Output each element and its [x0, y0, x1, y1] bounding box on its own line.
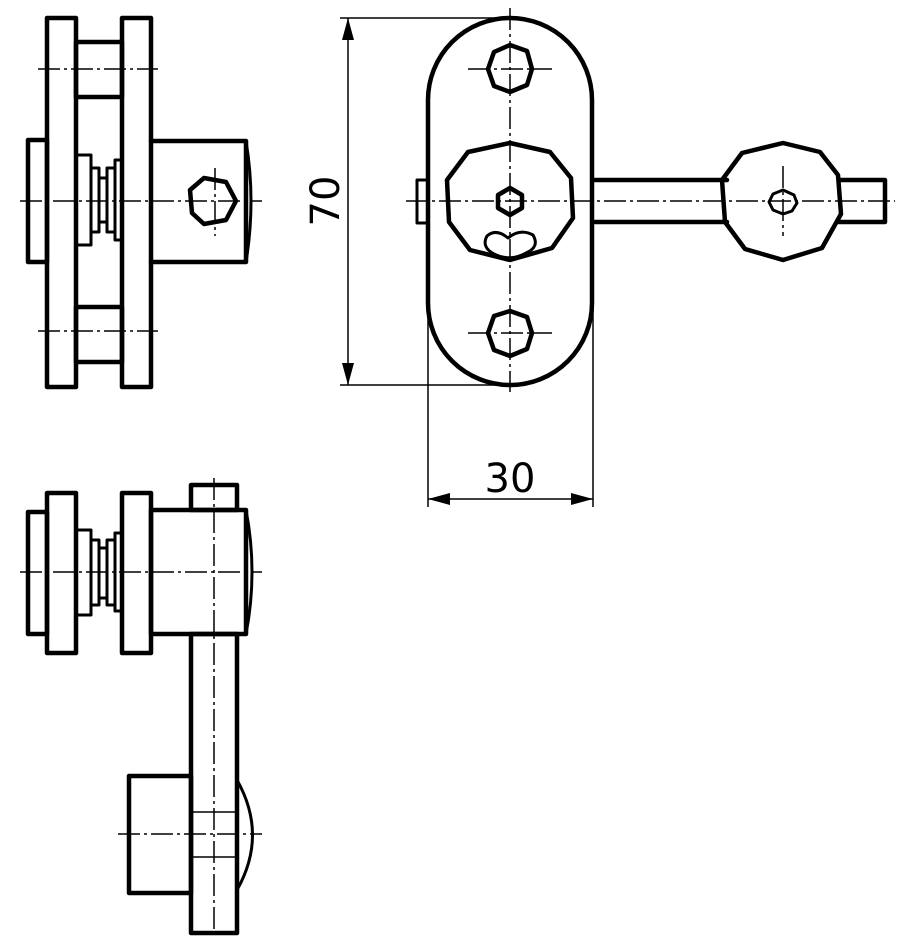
dimension-width: 30 [427, 300, 594, 507]
plate-right-lower [119, 490, 154, 656]
lower-spacer [73, 304, 125, 365]
dimension-arrow-right [571, 493, 593, 505]
plate-left-lower [44, 490, 79, 656]
dimension-arrow-left [428, 493, 450, 505]
width-dimension-label: 30 [485, 456, 536, 502]
side-view-top-left [20, 15, 262, 390]
front-view-main [406, 8, 895, 392]
dimension-arrow-top [342, 18, 354, 40]
lever-knob [719, 140, 844, 263]
dimension-height: 70 [303, 17, 510, 386]
lever-arm-horizontal [592, 177, 730, 225]
height-dimension-label: 70 [303, 176, 349, 227]
side-view-bottom-left [20, 478, 262, 936]
knob-dome [235, 778, 254, 892]
back-cap-lower [25, 509, 50, 637]
keyhole-slot [483, 230, 537, 260]
spring-assembly [74, 153, 124, 247]
dimension-arrow-bottom [342, 363, 354, 385]
